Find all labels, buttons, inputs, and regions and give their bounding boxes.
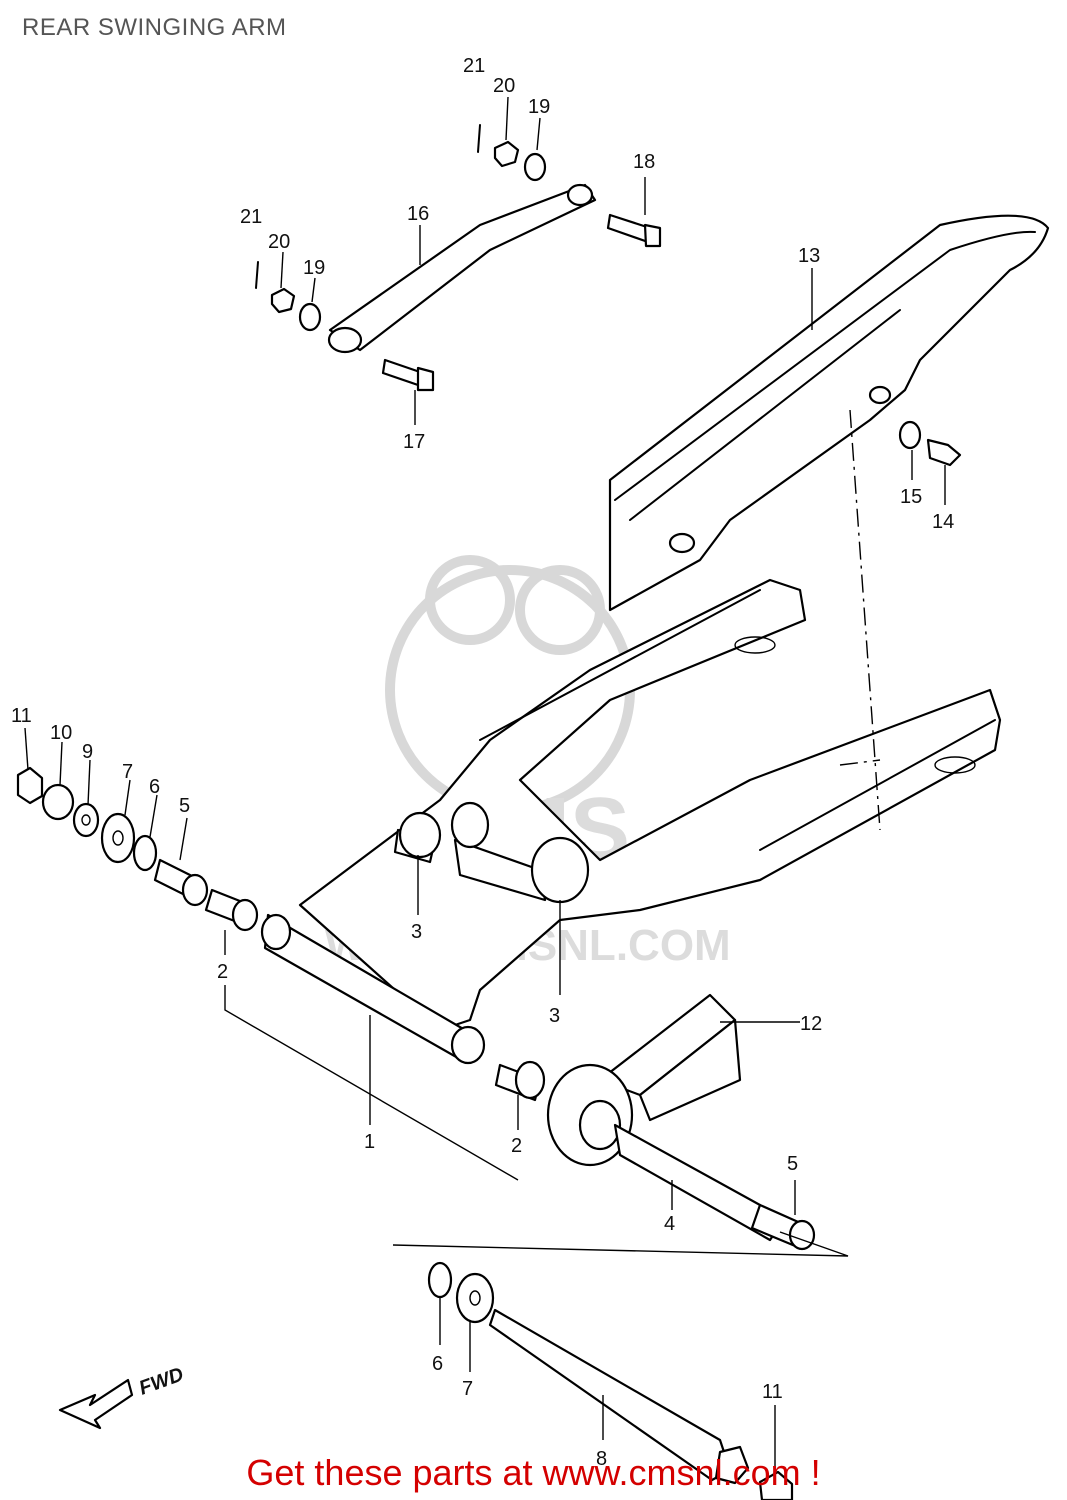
callout-11: 11 (762, 1381, 783, 1403)
callout-20: 20 (268, 231, 290, 253)
callout-15: 15 (900, 486, 922, 508)
plate-7-left (100, 812, 136, 864)
callout-19: 19 (303, 257, 325, 279)
pivot-shaft-8 (488, 1308, 750, 1485)
callout-13: 13 (798, 245, 820, 267)
page-title: REAR SWINGING ARM (22, 14, 287, 41)
callout-16: 16 (407, 203, 429, 225)
callout-14: 14 (932, 511, 954, 533)
callout-12: 12 (800, 1013, 822, 1035)
footer-link-text[interactable]: Get these parts at www.cmsnl.com ! (246, 1452, 821, 1493)
callout-7: 7 (122, 761, 133, 783)
callout-5: 5 (787, 1153, 798, 1175)
washer-19-upper (523, 152, 547, 182)
spacer-part-5b (750, 1203, 816, 1251)
bushing-2b (494, 1060, 546, 1102)
callout-8: 8 (596, 1448, 607, 1470)
callout-18: 18 (633, 151, 655, 173)
callout-3: 3 (549, 1005, 560, 1027)
torque-rod-16 (327, 183, 597, 354)
callout-17: 17 (403, 431, 425, 453)
fwd-label: FWD (136, 1363, 186, 1399)
washer-19-lower (298, 302, 322, 332)
swing-arm-frame-part (260, 578, 1002, 1065)
nut-11-left (16, 766, 44, 805)
pin-21-upper (477, 124, 481, 153)
washer-15 (898, 420, 922, 450)
bushing-2a (204, 888, 259, 932)
spacer-5-left (153, 858, 209, 907)
callout-2: 2 (511, 1135, 522, 1157)
nut-11-lower (758, 1470, 794, 1500)
callout-7: 7 (462, 1378, 473, 1400)
washer-9-left (72, 802, 100, 838)
plate-7-lower (455, 1272, 495, 1324)
chain-case-part (608, 214, 1050, 612)
callout-20: 20 (493, 75, 515, 97)
callout-21: 21 (240, 206, 262, 228)
callout-3: 3 (411, 921, 422, 943)
washer-10-left (41, 783, 75, 821)
pivot-boss-part (546, 1063, 782, 1242)
callout-19: 19 (528, 96, 550, 118)
callout-21: 21 (463, 55, 485, 77)
callout-2: 2 (217, 961, 228, 983)
bolt-18 (606, 213, 662, 248)
callout-6: 6 (432, 1353, 443, 1375)
bolt-17 (381, 358, 435, 392)
callout-1: 1 (364, 1131, 375, 1153)
pin-21-lower (255, 261, 259, 289)
bolt-14 (926, 438, 962, 467)
callout-11: 11 (11, 705, 32, 727)
callout-5: 5 (179, 795, 190, 817)
nut-20-upper (493, 140, 520, 168)
callout-6: 6 (149, 776, 160, 798)
washer-6-left (132, 834, 158, 872)
callout-4: 4 (664, 1213, 675, 1235)
leader-lines (24, 96, 946, 1470)
nut-20-lower (270, 287, 296, 314)
washer-6-lower (427, 1261, 453, 1299)
bushing-3a (393, 811, 442, 864)
fwd-arrow-icon (58, 1378, 134, 1430)
callout-10: 10 (50, 722, 72, 744)
callout-9: 9 (82, 741, 93, 763)
